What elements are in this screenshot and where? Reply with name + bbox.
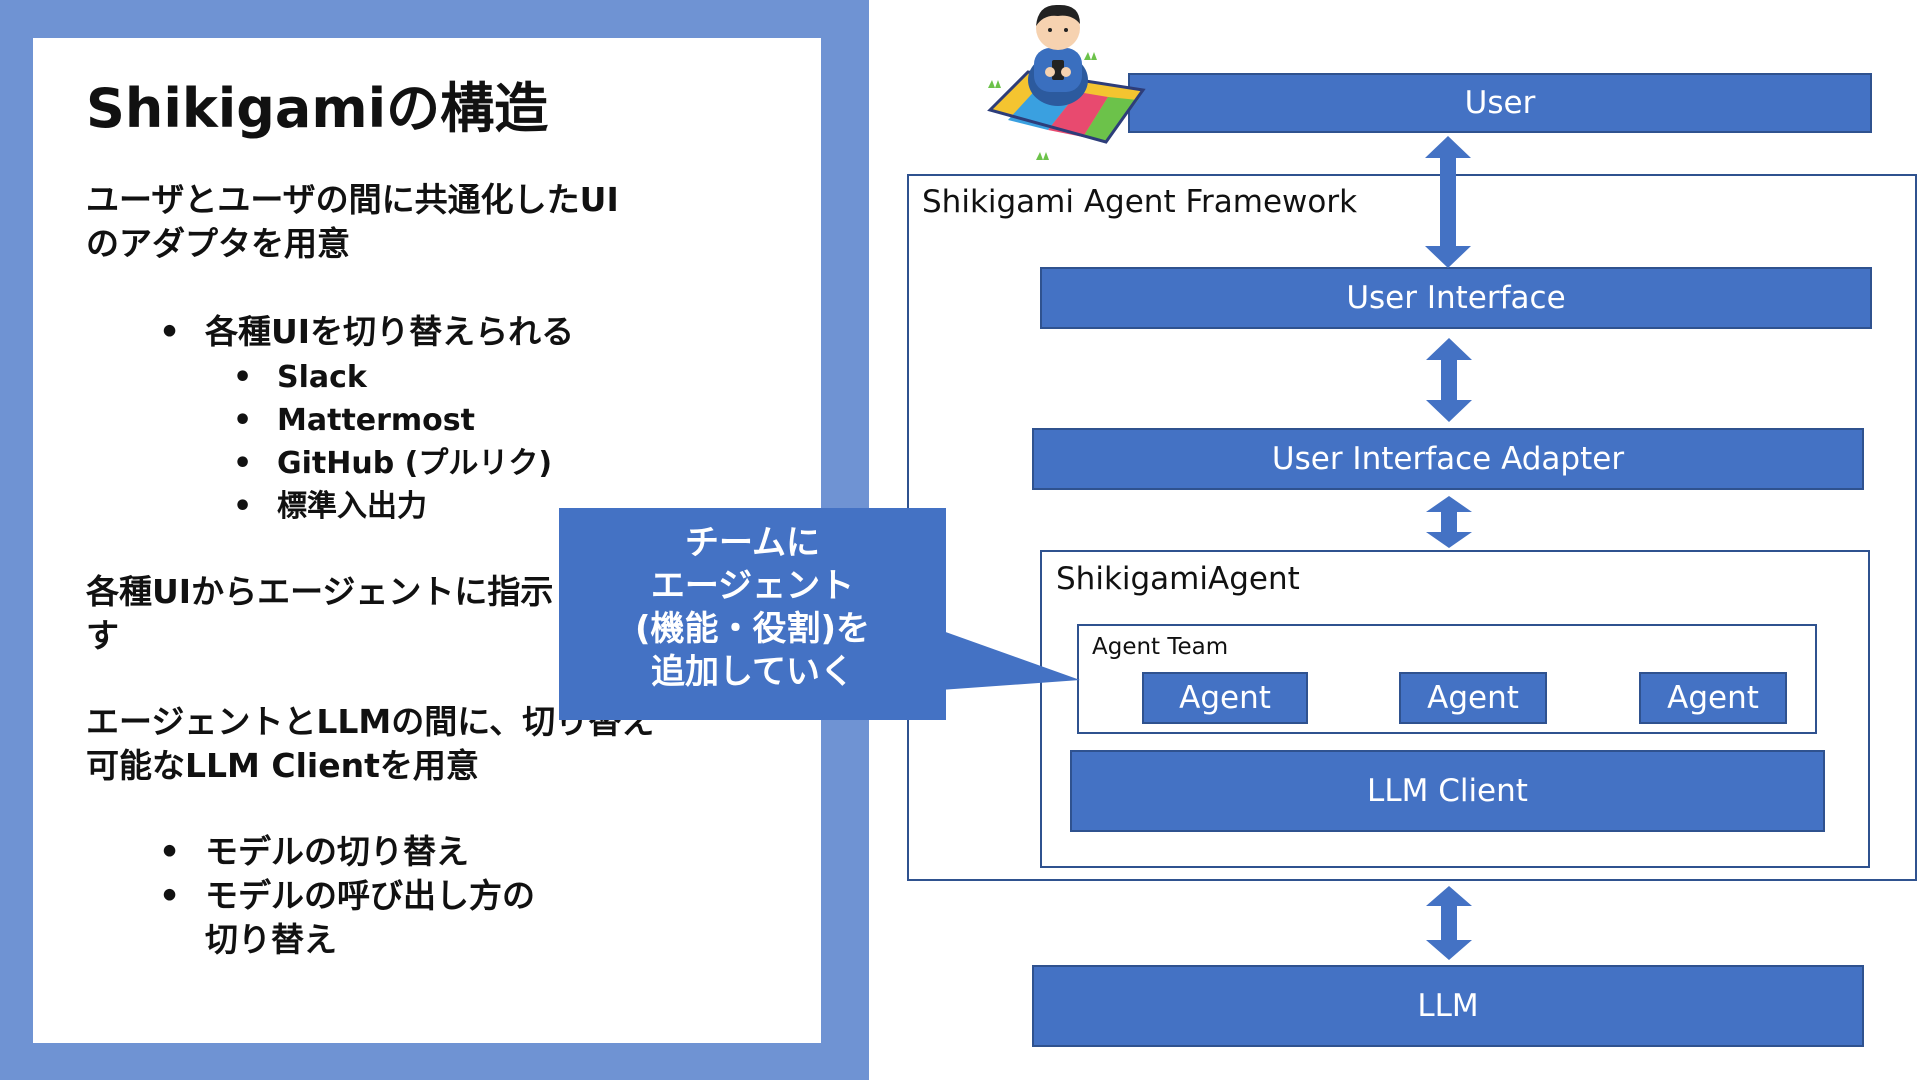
bullet-item: モデルの切り替え — [159, 830, 535, 874]
paragraph-line: 可能なLLM Clientを用意 — [86, 746, 479, 785]
paragraph-line: 各種UIからエージェントに指示 — [86, 572, 554, 611]
person-on-mat-with-phone-icon — [987, 4, 1146, 160]
agent-box: Agent — [1639, 672, 1787, 724]
paragraph-ui-adapter: ユーザとユーザの間に共通化したUI のアダプタを用意 — [86, 178, 706, 266]
callout-line: 追加していく — [651, 652, 854, 692]
callout-line: (機能・役割)を — [634, 609, 871, 649]
callout-line: エージェント — [650, 566, 855, 606]
model-bullet-list: モデルの切り替え モデルの呼び出し方の 切り替え — [159, 830, 535, 962]
bullet-item: Slack — [233, 356, 552, 399]
callout-box — [559, 508, 946, 720]
paragraph-llm-client: エージェントとLLMの間に、切り替え 可能なLLM Clientを用意 — [86, 700, 706, 788]
ui-bullet-list: 各種UIを切り替えられる — [159, 310, 574, 354]
paragraph-instruct-agent: 各種UIからエージェントに指示 す — [86, 570, 706, 658]
bullet-item: GitHub (プルリク) — [233, 442, 552, 485]
bullet-item: Mattermost — [233, 399, 552, 442]
double-arrow-icon — [1426, 338, 1472, 422]
bullet-item: モデルの呼び出し方の 切り替え — [159, 874, 535, 962]
shikigami-agent-frame — [1040, 550, 1870, 868]
callout-line: チームに — [685, 523, 820, 563]
bullet-item: 各種UIを切り替えられる — [159, 310, 574, 354]
llm-client-box: LLM Client — [1070, 750, 1825, 832]
double-arrow-icon — [1426, 886, 1472, 960]
callout-text: チームに エージェント (機能・役割)を 追加していく — [559, 522, 946, 694]
shikigami-agent-label: ShikigamiAgent — [1056, 561, 1300, 597]
paragraph-line: ユーザとユーザの間に共通化したUI — [86, 180, 619, 219]
ui-sub-bullet-list: Slack Mattermost GitHub (プルリク) 標準入出力 — [233, 356, 552, 528]
user-interface-box: User Interface — [1040, 267, 1872, 329]
bullet-text: モデルの呼び出し方の — [205, 876, 535, 915]
double-arrow-icon — [1425, 136, 1471, 268]
paragraph-line: す — [86, 616, 119, 655]
agent-box: Agent — [1142, 672, 1308, 724]
agent-box: Agent — [1399, 672, 1547, 724]
bullet-item: 標準入出力 — [233, 485, 552, 528]
slide-title: Shikigamiの構造 — [86, 77, 549, 140]
double-arrow-icon — [1426, 496, 1472, 548]
agent-team-label: Agent Team — [1092, 634, 1229, 660]
llm-box: LLM — [1032, 965, 1864, 1047]
bullet-text: 切り替え — [205, 920, 337, 959]
paragraph-line: のアダプタを用意 — [86, 224, 350, 263]
ui-adapter-box: User Interface Adapter — [1032, 428, 1864, 490]
user-box: User — [1128, 73, 1872, 133]
framework-label: Shikigami Agent Framework — [922, 184, 1358, 220]
